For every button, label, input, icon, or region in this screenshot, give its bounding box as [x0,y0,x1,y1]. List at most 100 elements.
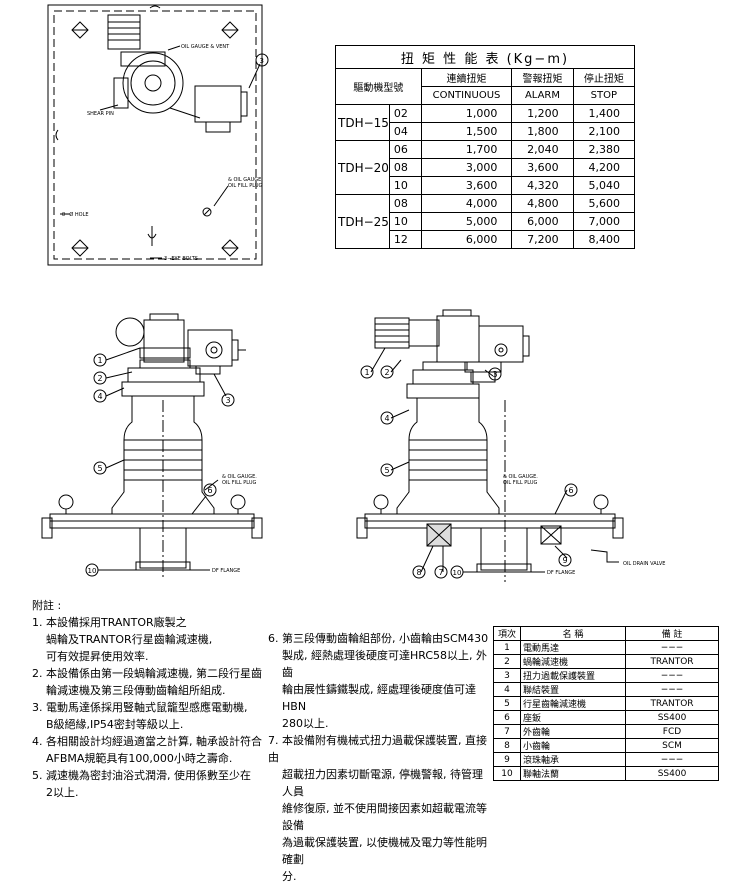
note-line: 5. 減速機為密封油浴式潤滑, 使用係數至少在 [32,769,251,782]
col-header-zh: 警報扭矩 [511,68,574,87]
motor-body [107,14,141,50]
part-no: 5 [493,696,521,711]
model-header: 驅動機型號 [335,68,422,105]
bolt-hole-mark [221,239,239,257]
stop-cell: 2,100 [572,122,636,141]
code-cell: 10 [388,212,422,231]
label-df-flange: DF FLANGE [547,570,575,576]
label-df-flange: DF FLANGE [212,568,240,574]
callout-5: 5 [97,464,102,473]
model-cell: TDH−15 [335,104,390,141]
part-name: 滾珠軸承 [520,752,626,767]
callout-1: 1 [364,368,369,377]
callout-2: 2 [97,374,102,383]
alarm-cell: 3,600 [511,158,574,177]
part-name: 行星齒輪減速機 [520,696,626,711]
part-remark: TRANTOR [625,654,719,669]
part-remark: −−− [625,668,719,683]
part-name: 小齒輪 [520,738,626,753]
col-header-zh: 停止扭矩 [572,68,636,87]
callout-number: 3 [260,57,264,65]
notes-middle-column: 6. 第三段傳動齒輪組部份, 小齒輪由SCM430 製成, 經熱處理後硬度可達H… [268,630,490,885]
stop-cell: 7,000 [572,212,636,231]
stop-cell: 4,200 [572,158,636,177]
code-cell: 10 [388,176,422,195]
note-line: 4. 各相關設計均經過適當之計算, 軸承設計符合 [32,735,262,748]
label-oil-gauge: & OIL GAUGE. [222,474,257,480]
note-line: 分. [282,870,297,883]
callout-2: 2 [384,368,389,377]
note-line: 3. 電動馬達係採用豎軸式鼠籠型感應電動機, [32,701,248,714]
label-oil-fill-plug: OIL FILL PLUG [228,183,263,189]
alarm-cell: 4,800 [511,194,574,213]
part-name: 聯結裝置 [520,682,626,697]
callout-9: 9 [562,556,567,565]
note-line: 可有效提昇使用效率. [46,650,149,663]
top-view-drawing: OIL GAUGE & VENT SHEAR PIN & OIL GAUGE. … [47,4,269,266]
alarm-cell: 1,200 [511,104,574,123]
note-line: 製成, 經熱處理後硬度可達HRC58以上, 外齒 [282,649,488,679]
part-remark: SS400 [625,710,719,725]
torque-protector-box [194,85,242,123]
part-no: 3 [493,668,521,683]
bolt-hole-mark [71,21,89,39]
part-name: 電動馬達 [520,640,626,655]
eye-bolt [147,226,157,246]
model-cell: TDH−25 [335,194,390,249]
part-no: 2 [493,654,521,669]
stop-cell: 1,400 [572,104,636,123]
stop-cell: 5,600 [572,194,636,213]
label-eye-bolts: 3−EYE BOLTS [164,256,198,262]
note-line: 蝸輪及TRANTOR行星齒輪減速機, [46,633,213,646]
label-shear-pin: SHEAR PIN [87,111,114,117]
stop-cell: 2,380 [572,140,636,159]
code-cell: 02 [388,104,422,123]
notes-left-column: 1. 本設備採用TRANTOR廠製之 蝸輪及TRANTOR行星齒輪減速機, 可有… [32,614,262,801]
part-name: 外齒輪 [520,724,626,739]
note-line: 為過載保護裝置, 以使機械及電力等性能明確劃 [282,836,487,866]
col-header-en: ALARM [511,86,574,105]
base-plate-outline [47,4,263,266]
notes-heading: 附註 : [32,599,62,612]
alarm-cell: 6,000 [511,212,574,231]
parts-col-header: 備 註 [625,626,719,641]
code-cell: 08 [388,158,422,177]
note-line: 2. 本設備係由第一段蝸輪減速機, 第二段行星齒 [32,667,262,680]
continuous-cell: 1,500 [420,122,513,141]
continuous-cell: 3,600 [420,176,513,195]
continuous-cell: 5,000 [420,212,513,231]
part-remark: −−− [625,640,719,655]
callout-6: 6 [568,486,573,495]
callout-4: 4 [97,392,102,401]
code-cell: 04 [388,122,422,141]
right-side-view-drawing: 1 2 4 5 3 6 8 7 10 9 & OIL GAUGE. OIL FI… [356,309,665,582]
part-remark: SCM [625,738,719,753]
table-row: TDH−15 02 1,000 1,200 1,400 [335,104,636,141]
callout-1: 1 [97,356,102,365]
part-name: 蝸輪減速機 [520,654,626,669]
code-cell: 06 [388,140,422,159]
callout-5: 5 [384,466,389,475]
table-row: TDH−25 08 4,000 4,800 5,600 [335,194,636,249]
callout-8: 8 [416,568,421,577]
note-line: AFBMA規範具有100,000小時之壽命. [46,752,233,765]
part-no: 6 [493,710,521,725]
code-cell: 08 [388,194,422,213]
part-name: 聯軸法蘭 [520,766,626,781]
label-oil-fill-plug: OIL FILL PLUG [222,480,257,486]
code-cell: 12 [388,230,422,249]
part-no: 10 [493,766,521,781]
alarm-cell: 4,320 [511,176,574,195]
note-line: 7. 本設備附有機械式扭力過載保護裝置, 直接由 [268,734,487,764]
callout-10: 10 [88,567,97,575]
continuous-cell: 1,000 [420,104,513,123]
note-line: 輪減速機及第三段傳動齒輪組所組成. [46,684,226,697]
part-no: 7 [493,724,521,739]
part-name: 扭力過載保護裝置 [520,668,626,683]
reducer-ring [122,52,184,114]
note-line: 維修復原, 並不使用間接因素如超載電流等設備 [282,802,487,832]
